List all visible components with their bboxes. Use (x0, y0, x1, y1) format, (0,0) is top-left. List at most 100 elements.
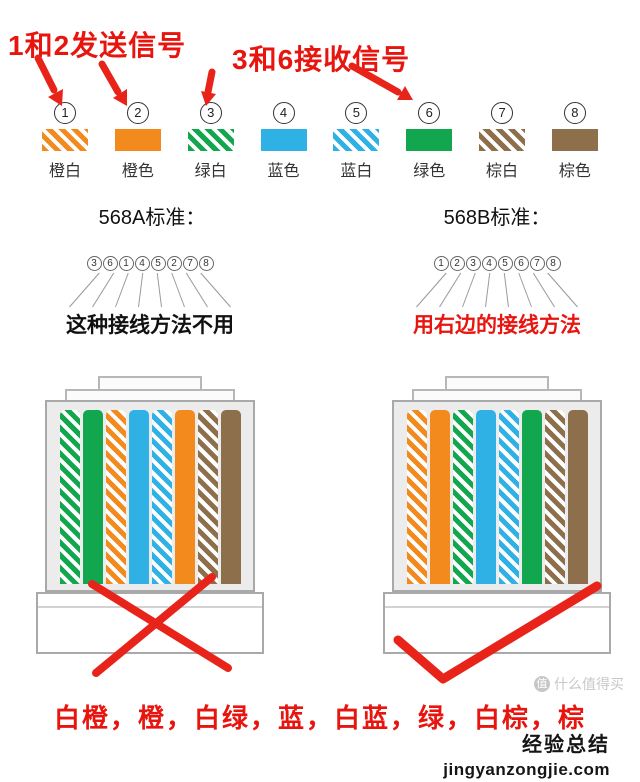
wire-绿白 (59, 410, 80, 584)
legend-item-6: 6 绿色 (404, 102, 454, 181)
rj45-plug-568b (383, 376, 611, 654)
wire-number-badge: 5 (345, 102, 368, 124)
wire-color-label: 蓝白 (340, 163, 373, 180)
wire-绿白 (452, 410, 473, 584)
pin-number-badge: 4 (134, 256, 150, 271)
pin-number-badge: 7 (182, 256, 198, 271)
plug-latch-base (412, 389, 582, 400)
wire-color-swatch (333, 129, 380, 151)
site-watermark: 经验总结 jingyanzongjie.com (443, 728, 610, 780)
pin-number-badge: 4 (481, 256, 497, 271)
wire-color-label: 棕白 (486, 163, 519, 180)
pin-number-badge: 6 (513, 256, 529, 271)
note-pins-1-2-send: 1和2发送信号 (8, 30, 187, 61)
pin-number-badge: 6 (102, 256, 118, 271)
caption-568b: 用右边的接线方法 (413, 314, 581, 337)
watermark-badge-icon: 值 (534, 676, 550, 692)
wire-number-badge: 3 (199, 102, 222, 124)
pin-number-badge: 5 (497, 256, 513, 271)
faint-watermark: 值 什么值得买 (534, 674, 624, 694)
fan-lines-568a (69, 272, 231, 308)
wire-color-label: 绿白 (194, 163, 227, 180)
wire-蓝色 (475, 410, 496, 584)
pin-number-badge: 7 (529, 256, 545, 271)
wire-color-legend: 1 橙白 2 橙色 3 绿白 4 蓝色 5 蓝白 6 绿色 7 棕白 8 棕色 (0, 102, 640, 181)
wire-棕色 (567, 410, 588, 584)
wire-color-label: 橙白 (48, 163, 81, 180)
legend-item-3: 3 绿白 (186, 102, 236, 181)
legend-item-4: 4 蓝色 (259, 102, 309, 181)
plug-latch-base (65, 389, 235, 400)
wire-color-label: 蓝色 (267, 163, 300, 180)
plug-body-568a (45, 400, 255, 592)
plug-boot (36, 592, 264, 654)
standard-568a-label: 568A标准： (98, 207, 206, 229)
wire-color-swatch (187, 129, 234, 151)
pin-number-badge: 8 (198, 256, 214, 271)
arrow-icon (204, 68, 216, 96)
plug-latch-step (98, 376, 202, 389)
legend-item-8: 8 棕色 (550, 102, 600, 181)
wire-橙白 (105, 410, 126, 584)
wire-sequence-note: 白橙，橙，白绿，蓝，白蓝，绿，白棕，棕 (53, 703, 586, 733)
wire-color-swatch (42, 129, 88, 151)
caption-568a: 这种接线方法不用 (66, 314, 234, 337)
wire-橙色 (174, 410, 195, 584)
legend-item-7: 7 棕白 (477, 102, 527, 181)
rj45-plug-568a (36, 376, 264, 654)
wire-color-label: 绿色 (413, 163, 446, 180)
wire-棕白 (544, 410, 565, 584)
watermark-site-name: 经验总结 (522, 734, 610, 756)
wire-color-swatch (479, 129, 526, 151)
pin-number-badge: 2 (449, 256, 465, 271)
wire-number-badge: 8 (563, 102, 586, 124)
pin-number-badge: 2 (166, 256, 182, 271)
legend-item-5: 5 蓝白 (331, 102, 381, 181)
pin-number-badge: 3 (86, 256, 102, 271)
plug-boot-seam (38, 606, 262, 608)
plug-latch-step (445, 376, 549, 389)
standards-row: 568A标准： 568B标准： (0, 201, 640, 229)
pin-number-badge: 1 (433, 256, 449, 271)
wire-绿色 (82, 410, 103, 584)
pin-number-badge: 1 (118, 256, 134, 271)
plug-body-568b (392, 400, 602, 592)
standard-568b-label: 568B标准： (443, 207, 551, 229)
fan-lines-568b (416, 272, 578, 308)
legend-item-1: 1 橙白 (40, 102, 90, 181)
wire-number-badge: 1 (54, 102, 76, 124)
wire-color-swatch (406, 129, 453, 151)
legend-item-2: 2 橙色 (113, 102, 163, 181)
faint-watermark-text: 什么值得买 (554, 676, 624, 692)
pin-number-badge: 8 (545, 256, 561, 271)
wire-棕白 (197, 410, 218, 584)
wire-number-badge: 7 (491, 102, 514, 124)
wire-color-label: 橙色 (121, 163, 154, 180)
arrow-head-icon (397, 86, 413, 100)
pin-number-badge: 5 (150, 256, 166, 271)
wire-橙白 (406, 410, 427, 584)
plug-boot-seam (385, 606, 609, 608)
wire-number-badge: 4 (272, 102, 295, 124)
wire-蓝白 (151, 410, 172, 584)
wire-蓝白 (498, 410, 519, 584)
wire-蓝色 (128, 410, 149, 584)
note-pins-3-6-receive: 3和6接收信号 (232, 44, 411, 75)
wire-color-swatch (551, 129, 598, 151)
wire-棕色 (220, 410, 241, 584)
pin-number-badge: 3 (465, 256, 481, 271)
plug-boot (383, 592, 611, 654)
arrow-icon (98, 60, 122, 96)
wire-color-swatch (260, 129, 307, 151)
watermark-site-url: jingyanzongjie.com (443, 760, 610, 779)
wire-number-badge: 2 (126, 102, 149, 124)
wire-橙色 (429, 410, 450, 584)
wire-number-badge: 6 (418, 102, 441, 124)
wire-color-label: 棕色 (558, 163, 591, 180)
wire-color-swatch (114, 129, 161, 151)
